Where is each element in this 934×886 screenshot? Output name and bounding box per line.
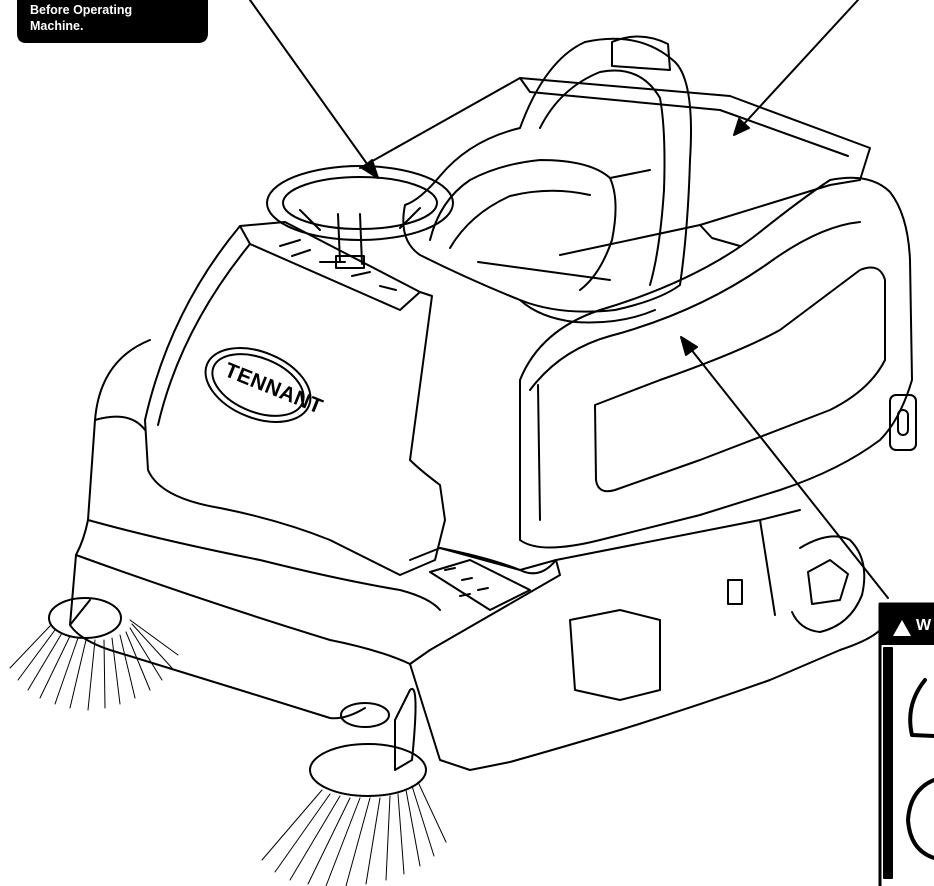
front-bumper-wheel bbox=[340, 687, 417, 771]
front-side-brush bbox=[261, 743, 447, 886]
decal-line-2: Machine. bbox=[30, 19, 84, 33]
operator-seat bbox=[402, 37, 692, 324]
floor-plate bbox=[429, 559, 531, 611]
operating-decal bbox=[17, 0, 208, 43]
logo-text: TENNANT bbox=[221, 359, 326, 419]
side-handle bbox=[889, 394, 917, 451]
callout-arrow-hopper bbox=[733, 0, 859, 136]
front-shroud bbox=[69, 339, 441, 720]
callout-arrow-side-panel bbox=[680, 336, 889, 599]
chassis-latch bbox=[727, 579, 743, 605]
right-side-panel bbox=[519, 176, 913, 549]
decal-line-1: Before Operating bbox=[30, 3, 132, 17]
warning-label bbox=[878, 602, 934, 886]
rear-wheel bbox=[791, 535, 866, 633]
left-side-brush bbox=[9, 597, 179, 711]
steering-wheel bbox=[266, 165, 454, 269]
rear-cover bbox=[359, 35, 871, 256]
front-console bbox=[144, 221, 446, 576]
tennant-logo bbox=[204, 347, 312, 423]
main-chassis bbox=[409, 509, 881, 771]
callout-arrow-steering bbox=[249, 0, 379, 179]
warning-header-text: W bbox=[916, 617, 932, 634]
